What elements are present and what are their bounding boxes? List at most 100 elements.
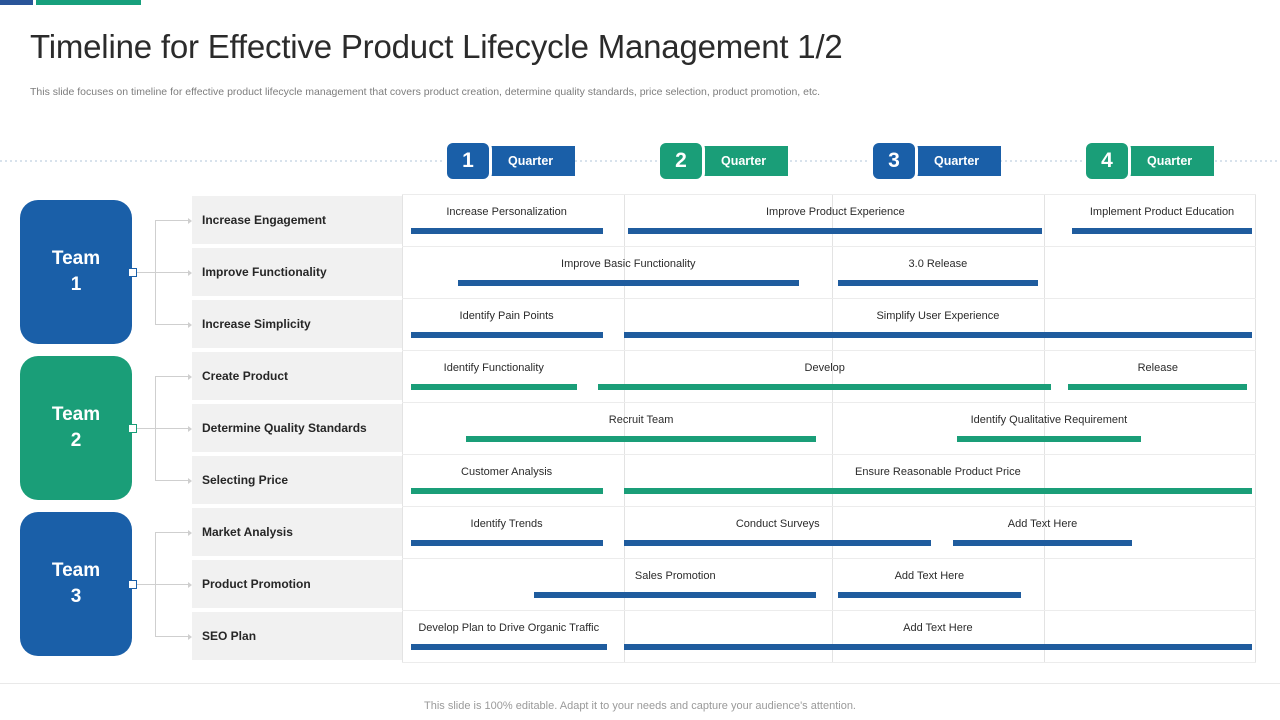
connector-arrow-icon	[188, 425, 192, 432]
connector-stub	[137, 584, 155, 585]
team-number: 2	[70, 430, 82, 451]
row-label-seo-plan[interactable]: SEO Plan	[192, 612, 402, 660]
row-label-determine-quality-standards[interactable]: Determine Quality Standards	[192, 404, 402, 452]
gantt-task-bar	[410, 540, 603, 546]
team-number: 1	[70, 274, 82, 295]
connector-branch	[155, 272, 188, 273]
gantt-row: Increase Personalization Improve Product …	[402, 194, 1256, 246]
grid-row-divider-2	[402, 298, 1256, 299]
gantt-task-label: Ensure Reasonable Product Price	[855, 466, 1021, 478]
accent-bar-teal	[36, 0, 141, 5]
grid-row-divider-0	[402, 194, 1256, 195]
gantt-task-bar	[457, 280, 800, 286]
grid-column-divider-1	[624, 194, 625, 662]
gantt-task-label: Implement Product Education	[1089, 206, 1235, 218]
connector-stub	[137, 428, 155, 429]
row-label-product-promotion[interactable]: Product Promotion	[192, 560, 402, 608]
team-connector-anchor	[128, 423, 137, 433]
row-label-increase-simplicity[interactable]: Increase Simplicity	[192, 300, 402, 348]
team-name: Team	[51, 560, 101, 582]
gantt-task-bar	[957, 436, 1141, 442]
gantt-task-label: Develop Plan to Drive Organic Traffic	[418, 622, 600, 634]
gantt-row: Recruit Team Identify Qualitative Require…	[402, 402, 1256, 454]
connector-branch	[155, 480, 188, 481]
team-connector-anchor	[128, 579, 137, 589]
quarter-number-badge: 3	[870, 140, 918, 182]
gantt-task-label: Identify Functionality	[443, 362, 544, 374]
grid-column-divider-0	[402, 194, 403, 662]
gantt-task-bar	[952, 540, 1133, 546]
row-label-create-product[interactable]: Create Product	[192, 352, 402, 400]
timeline-dotted-rule	[0, 160, 1280, 162]
gantt-task-label: Improve Product Experience	[765, 206, 905, 218]
gantt-task-bar	[624, 644, 1252, 650]
connector-arrow-icon	[188, 581, 192, 588]
gantt-task-bar	[624, 488, 1252, 494]
gantt-task-bar	[410, 644, 607, 650]
page-title: Timeline for Effective Product Lifecycle…	[30, 28, 843, 65]
row-label-improve-functionality[interactable]: Improve Functionality	[192, 248, 402, 296]
gantt-task-bar	[410, 384, 578, 390]
quarter-number-badge: 4	[1083, 140, 1131, 182]
grid-column-divider-2	[832, 194, 833, 662]
team-name: Team	[51, 404, 101, 426]
gantt-task-label: Improve Basic Functionality	[561, 258, 696, 270]
gantt-task-label: 3.0 Release	[908, 258, 968, 270]
gantt-task-label: Recruit Team	[608, 414, 674, 426]
quarter-label: Quarter	[482, 146, 576, 176]
grid-row-divider-5	[402, 454, 1256, 455]
gantt-task-bar	[624, 332, 1252, 338]
team-box-3[interactable]: Team 3	[20, 512, 132, 656]
gantt-task-label: Conduct Surveys	[735, 518, 820, 530]
team-number: 3	[70, 586, 82, 607]
grid-row-divider-8	[402, 610, 1256, 611]
gantt-task-label: Release	[1137, 362, 1178, 374]
gantt-task-label: Increase Personalization	[446, 206, 567, 218]
gantt-task-label: Identify Qualitative Requirement	[970, 414, 1128, 426]
quarter-label: Quarter	[1121, 146, 1215, 176]
connector-arrow-icon	[188, 269, 192, 276]
row-label-increase-engagement[interactable]: Increase Engagement	[192, 196, 402, 244]
connector-branch	[155, 428, 188, 429]
quarter-label: Quarter	[908, 146, 1002, 176]
connector-stub	[137, 272, 155, 273]
grid-row-divider-6	[402, 506, 1256, 507]
gantt-row: Improve Basic Functionality 3.0 Release	[402, 246, 1256, 298]
connector-arrow-icon	[188, 633, 192, 640]
gantt-task-bar	[410, 488, 603, 494]
grid-row-divider-3	[402, 350, 1256, 351]
gantt-task-bar	[466, 436, 817, 442]
gantt-grid: Increase Personalization Improve Product …	[402, 194, 1256, 663]
quarter-number-badge: 2	[657, 140, 705, 182]
gantt-task-bar	[1072, 228, 1252, 234]
connector-branch	[155, 376, 188, 377]
row-label-selecting-price[interactable]: Selecting Price	[192, 456, 402, 504]
gantt-task-label: Add Text Here	[894, 570, 965, 582]
connector-branch	[155, 584, 188, 585]
team-box-2[interactable]: Team 2	[20, 356, 132, 500]
gantt-task-bar	[598, 384, 1052, 390]
grid-row-divider-4	[402, 402, 1256, 403]
team-connector-anchor	[128, 267, 137, 277]
gantt-task-label: Develop	[804, 362, 845, 374]
grid-column-divider-4	[1255, 194, 1256, 662]
grid-row-divider-1	[402, 246, 1256, 247]
gantt-task-label: Identify Pain Points	[459, 310, 554, 322]
row-label-market-analysis[interactable]: Market Analysis	[192, 508, 402, 556]
gantt-task-label: Simplify User Experience	[876, 310, 1000, 322]
connector-arrow-icon	[188, 217, 192, 224]
gantt-task-label: Add Text Here	[1007, 518, 1078, 530]
grid-column-divider-3	[1044, 194, 1045, 662]
quarter-label: Quarter	[695, 146, 789, 176]
gantt-task-bar	[534, 592, 817, 598]
